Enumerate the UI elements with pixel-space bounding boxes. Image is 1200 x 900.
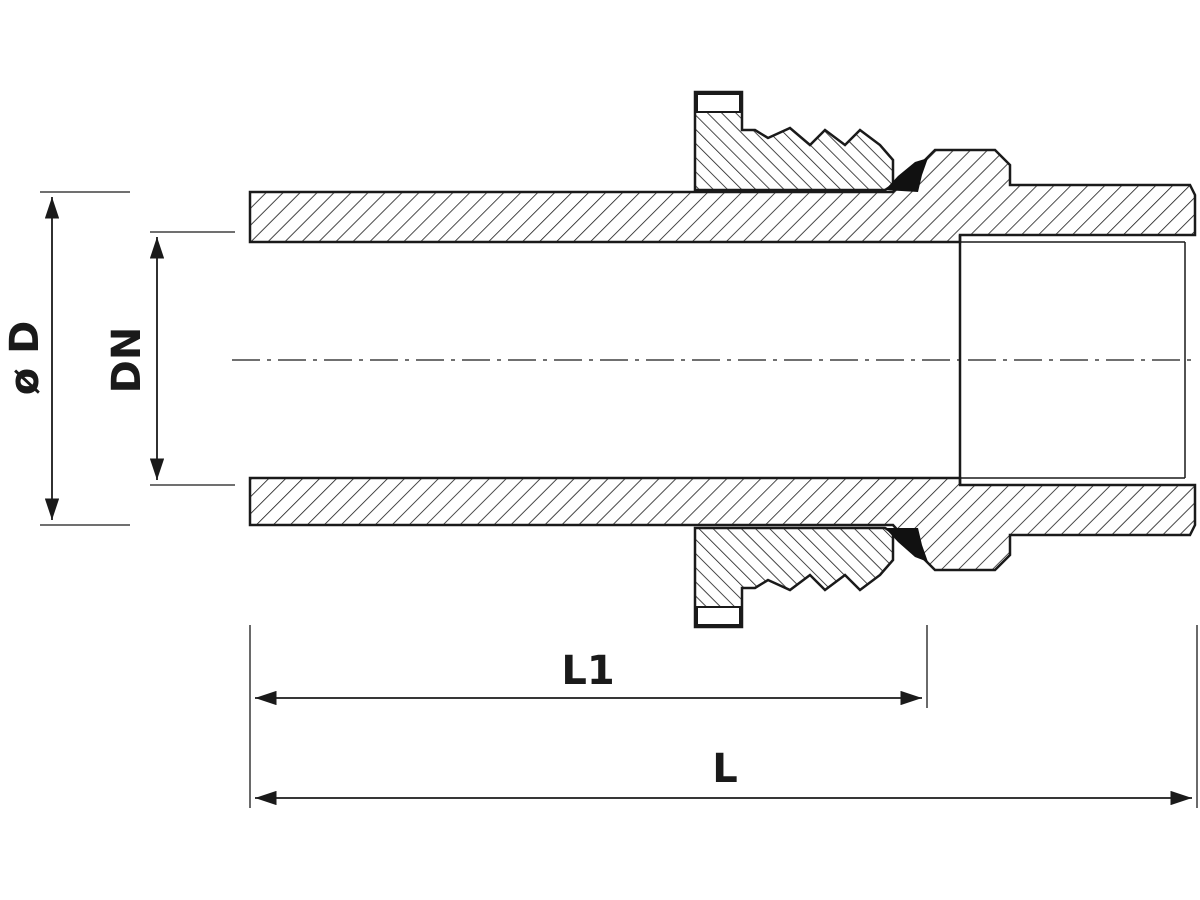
label-length-l1: L1 xyxy=(561,648,614,694)
label-outer-diameter: ø D xyxy=(2,321,48,396)
gasket-lower xyxy=(885,528,928,562)
label-nominal-diameter: DN xyxy=(104,327,150,394)
gasket-upper xyxy=(885,158,928,192)
nut-upper xyxy=(693,90,895,192)
extension-lines-diameter xyxy=(40,191,235,526)
label-length-total: L xyxy=(712,746,738,792)
nut-lower xyxy=(693,526,895,629)
extension-lines-length xyxy=(249,625,1198,808)
